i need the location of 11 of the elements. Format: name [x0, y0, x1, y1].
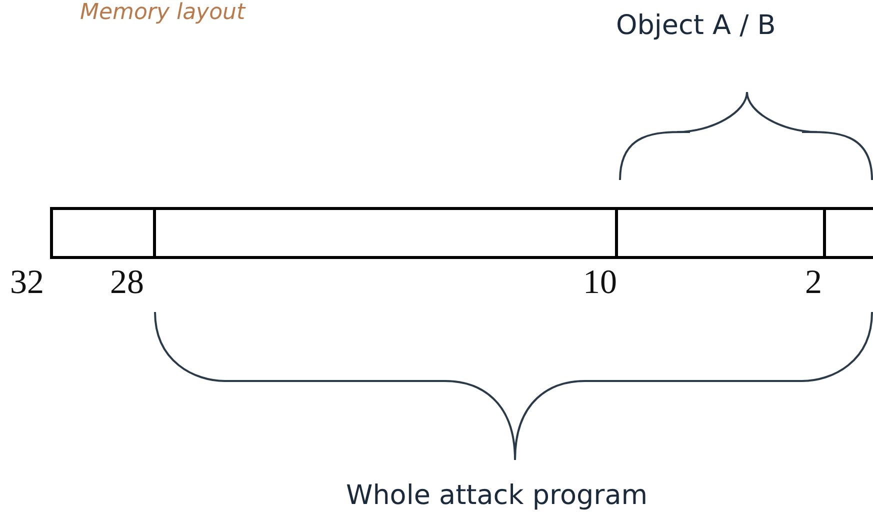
title: Memory layout: [80, 0, 246, 25]
memory-cell: [615, 207, 823, 259]
bit-index: 10: [583, 266, 617, 300]
bit-index: 2: [805, 266, 822, 300]
memory-cell: [823, 207, 873, 259]
brace-label: Whole attack program: [346, 482, 648, 509]
memory-cell: [153, 207, 615, 259]
brace-label: Object A / B: [616, 12, 776, 39]
memory-cell: [50, 207, 153, 259]
bit-index: 32: [10, 266, 44, 300]
bit-index: 28: [110, 266, 144, 300]
